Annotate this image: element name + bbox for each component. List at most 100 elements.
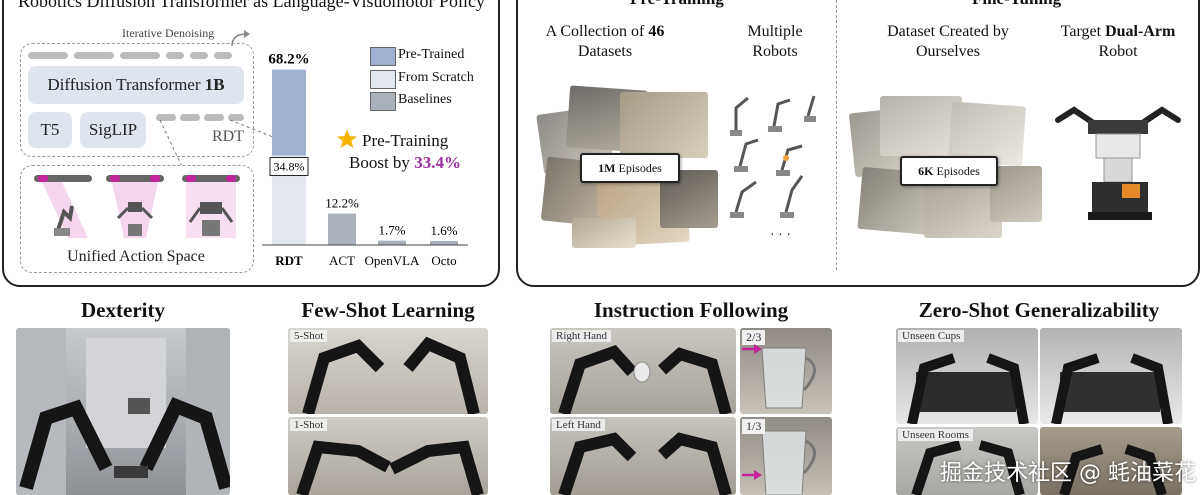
unseen-cups-photo-2 bbox=[1040, 328, 1182, 424]
legend-label-scratch: From Scratch bbox=[398, 70, 474, 85]
episodes-1m-bold: 1M bbox=[598, 160, 616, 175]
five-shot-tag: 5-Shot bbox=[290, 330, 328, 342]
dataset-thumbnail bbox=[620, 92, 708, 158]
scratch-value-label: 34.8% bbox=[274, 160, 305, 174]
value-label-rdt: 68.2% bbox=[268, 52, 309, 68]
token-pill bbox=[228, 114, 244, 121]
boost-prefix: Boost by bbox=[349, 153, 415, 172]
token-pill bbox=[74, 52, 114, 59]
more-robots-ellipsis: · · · bbox=[770, 228, 791, 243]
finetune-thumbnail bbox=[990, 166, 1042, 222]
collection-label: A Collection of 46 Datasets bbox=[530, 22, 680, 62]
t5-encoder-block: T5 bbox=[28, 112, 72, 148]
fraction-2-3: 2/3 bbox=[742, 330, 766, 345]
finetune-thumbnail bbox=[924, 178, 1002, 238]
dataset-created-line2: Ourselves bbox=[916, 43, 980, 60]
pretraining-boost-line1: Pre-Training bbox=[362, 131, 449, 150]
token-pill bbox=[190, 52, 208, 59]
episodes-6k-rest: Episodes bbox=[933, 163, 980, 178]
dataset-thumbnail bbox=[572, 218, 636, 248]
star-icon bbox=[336, 129, 358, 149]
token-pill bbox=[28, 52, 68, 59]
dexterity-photo bbox=[16, 328, 230, 495]
pretraining-boost-line2: Boost by 33.4% bbox=[349, 153, 461, 173]
token-pill bbox=[156, 114, 176, 121]
dataset-created-line1: Dataset Created by bbox=[887, 23, 1009, 40]
legend-swatch-scratch bbox=[370, 70, 396, 89]
token-pill bbox=[120, 52, 160, 59]
bar-act bbox=[328, 213, 356, 245]
bar-octo bbox=[430, 240, 458, 245]
zeroshot-title: Zero-Shot Generalizability bbox=[918, 298, 1160, 322]
left-hand-tag: Left Hand bbox=[552, 419, 605, 431]
dual-arm-robot-illustration bbox=[1055, 106, 1181, 220]
dexterity-title: Dexterity bbox=[81, 298, 165, 322]
siglip-label: SigLIP bbox=[88, 120, 138, 139]
rdt-tag: RDT bbox=[212, 128, 244, 145]
instruction-photo-left-hand bbox=[550, 417, 736, 495]
one-shot-tag: 1-Shot bbox=[290, 419, 328, 431]
diffusion-label: Diffusion Transformer bbox=[47, 75, 205, 94]
collection-prefix: A Collection of bbox=[545, 23, 649, 40]
target-robot-label: Target Dual-Arm Robot bbox=[1048, 22, 1188, 62]
category-label-rdt: RDT bbox=[275, 253, 303, 268]
arrow-right-icon bbox=[742, 470, 762, 480]
denoising-arrow-icon bbox=[231, 30, 250, 47]
right-hand-tag: Right Hand bbox=[552, 330, 612, 342]
siglip-encoder-block: SigLIP bbox=[80, 112, 146, 148]
watermark-text: 掘金技术社区 @ 蚝油菜花 bbox=[940, 461, 1196, 486]
fewshot-title: Few-Shot Learning bbox=[301, 298, 475, 322]
bar-openvla bbox=[378, 240, 406, 245]
token-pill bbox=[180, 114, 200, 121]
legend-swatch-baselines bbox=[370, 92, 396, 111]
success-rate-bar-chart: 34.8% 68.2% RDT 12.2% ACT 1.7% OpenVLA 1.6% Octo bbox=[262, 52, 468, 268]
fewshot-photo-5shot bbox=[288, 328, 488, 414]
episodes-1m-rest: Episodes bbox=[615, 160, 662, 175]
collection-suffix: Datasets bbox=[577, 43, 633, 60]
legend-label-pretrained: Pre-Trained bbox=[398, 47, 465, 62]
finetuning-heading: Fine-Tuning bbox=[972, 0, 1061, 9]
target-prefix: Target bbox=[1060, 23, 1106, 40]
target-bold: Dual-Arm bbox=[1105, 23, 1176, 40]
unseen-rooms-tag: Unseen Rooms bbox=[898, 429, 973, 441]
value-label-openvla: 1.7% bbox=[378, 223, 405, 238]
target-suffix: Robot bbox=[1098, 43, 1138, 60]
section-divider bbox=[836, 0, 837, 270]
value-label-octo: 1.6% bbox=[430, 223, 457, 238]
instruction-title: Instruction Following bbox=[593, 298, 789, 322]
instruction-photo-right-hand bbox=[550, 328, 736, 414]
multiple-robots-illustration bbox=[730, 95, 816, 218]
unified-action-space-label: Unified Action Space bbox=[67, 248, 205, 265]
token-pill bbox=[214, 52, 232, 59]
robot-illustration-2 bbox=[104, 172, 166, 242]
legend-swatch-pretrained bbox=[370, 47, 396, 66]
episodes-1m-badge: 1M Episodes bbox=[580, 153, 680, 183]
token-pill bbox=[166, 52, 184, 59]
fraction-1-3: 1/3 bbox=[742, 419, 766, 434]
diffusion-size: 1B bbox=[204, 75, 225, 94]
multiple-robots-line1: Multiple bbox=[747, 23, 803, 40]
episodes-6k-badge: 6K Episodes bbox=[900, 156, 998, 186]
scratch-value-box bbox=[269, 157, 309, 177]
iterative-denoising-label: Iterative Denoising bbox=[122, 26, 215, 40]
bar-rdt-pretrained bbox=[272, 69, 306, 156]
t5-label: T5 bbox=[40, 120, 60, 139]
unseen-cups-photo-1 bbox=[896, 328, 1038, 424]
value-label-act: 12.2% bbox=[325, 196, 359, 211]
multiple-robots-line2: Robots bbox=[752, 43, 798, 60]
diffusion-transformer-block: Diffusion Transformer 1B bbox=[28, 66, 244, 104]
token-pill bbox=[204, 114, 224, 121]
robot-illustration-1 bbox=[32, 172, 94, 242]
arrow-right-icon bbox=[742, 344, 762, 354]
category-label-octo: Octo bbox=[431, 253, 456, 268]
robot-illustration-3 bbox=[180, 172, 242, 242]
episodes-6k-bold: 6K bbox=[918, 163, 934, 178]
legend-label-baselines: Baselines bbox=[398, 92, 452, 107]
boost-value: 33.4% bbox=[414, 153, 461, 172]
pretraining-heading: Pre-Training bbox=[630, 0, 724, 9]
unseen-cups-tag: Unseen Cups bbox=[898, 330, 965, 342]
collection-count: 46 bbox=[648, 23, 665, 40]
category-label-act: ACT bbox=[329, 253, 355, 268]
dataset-created-label: Dataset Created by Ourselves bbox=[868, 22, 1028, 62]
category-label-openvla: OpenVLA bbox=[365, 253, 420, 268]
